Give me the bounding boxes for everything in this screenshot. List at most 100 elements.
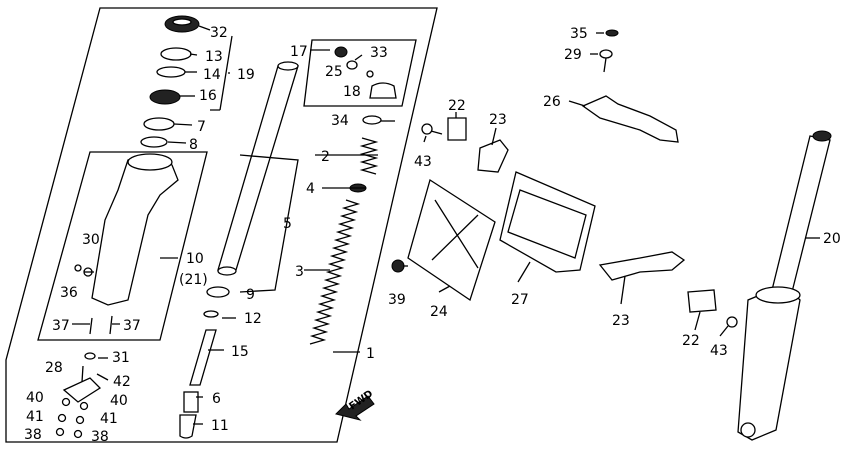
fork-pipe-5 [217,65,299,271]
label-16: 16 [199,88,217,104]
label-31: 31 [112,350,130,366]
label-15: 15 [231,344,249,360]
bolt-43a-shank [430,130,443,135]
label-5: 5 [283,216,292,232]
label-37-right: 37 [123,318,141,334]
axle-holder-parts [55,352,102,439]
label-27: 27 [511,292,529,308]
label-13: 13 [205,49,223,65]
label-35: 35 [570,26,588,42]
slider-top-ring [127,153,173,171]
rebound-spring-6 [183,391,199,413]
piston-ring-12 [203,310,219,318]
label-33: 33 [370,45,388,61]
dust-seal-inner [172,18,192,26]
clip-13 [160,47,192,61]
bolt-43b [726,316,738,328]
label-24: 24 [430,304,448,320]
label-23-bottom: 23 [612,313,630,329]
guard-24-rib [431,199,479,269]
label-41-left: 41 [26,409,44,425]
bracket-23b [598,251,686,281]
axle-holder-42 [62,377,102,403]
fork-slider-subgroup-frame [37,151,208,341]
damper-rod-15 [189,329,217,386]
label-42: 42 [113,374,131,390]
label-38-right: 38 [91,429,109,445]
fork-20-seal [755,286,801,304]
label-20: 20 [823,231,841,247]
label-41-right: 41 [100,411,118,427]
o-ring-34 [362,115,382,125]
label-17: 17 [290,44,308,60]
piston-ring-9 [206,286,230,298]
label-11: 11 [211,418,229,434]
drain-bolt-37a [89,317,93,335]
label-6: 6 [212,391,221,407]
fork-pipe-top [277,61,299,71]
label-1: 1 [366,346,375,362]
label-32: 32 [210,25,228,41]
back-up-ring-7 [143,117,175,131]
label-21: (21) [179,272,208,288]
label-7: 7 [197,119,206,135]
label-30: 30 [82,232,100,248]
fork-spring-3 [309,199,361,345]
tray-27 [499,171,596,273]
nut-40a [61,397,71,407]
fork-20-cap [812,130,832,142]
label-28: 28 [45,360,63,376]
nut-38a [55,427,65,437]
bolt-29-shank [603,57,607,73]
guide-bushing-8 [140,136,168,148]
tray-27-inner [507,189,587,259]
oil-seal-stack [140,15,200,148]
washer-36 [74,264,82,272]
label-34: 34 [331,113,349,129]
cap-bolt-subgroup-frame [303,39,417,107]
drain-bolt-37b [109,315,113,335]
fork-cap-18 [369,82,397,99]
label-14: 14 [203,67,221,83]
bracket-22b [687,289,717,313]
label-25: 25 [325,64,343,80]
nut-40b [79,401,89,411]
label-43-top: 43 [414,154,432,170]
label-40-right: 40 [110,393,128,409]
washer-41a [57,413,67,423]
label-36: 36 [60,285,78,301]
fork-leg-group-frame [5,7,438,443]
fork-20-axle-boss [740,422,756,438]
bolt-43a [421,123,433,135]
label-22-top: 22 [448,98,466,114]
label-3: 3 [295,264,304,280]
cap-bolt-top [334,46,348,58]
bracket-23a [477,139,509,173]
label-2: 2 [321,149,330,165]
label-40-left: 40 [26,390,44,406]
washer-31 [84,352,96,360]
label-12: 12 [244,311,262,327]
label-39: 39 [388,292,406,308]
o-ring-25 [346,60,358,70]
label-38-left: 38 [24,427,42,443]
oil-seal-16 [149,89,181,105]
leader-lines [72,25,820,425]
fork-slider-10 [91,155,179,306]
forward-direction-arrow [335,395,375,421]
label-10: 10 [186,251,204,267]
bracket-26 [581,95,679,143]
fork-pipe-bottom [217,266,237,276]
label-26: 26 [543,94,561,110]
nut-38b [73,429,83,439]
oil-lock-piece-11 [179,414,197,439]
label-23-top: 23 [489,112,507,128]
label-8: 8 [189,137,198,153]
label-22-bottom: 22 [682,333,700,349]
bracket-22a [447,117,467,141]
screw-39 [391,259,405,273]
label-9: 9 [246,287,255,303]
fwd-arrow-icon [335,395,375,421]
label-18: 18 [343,84,361,100]
